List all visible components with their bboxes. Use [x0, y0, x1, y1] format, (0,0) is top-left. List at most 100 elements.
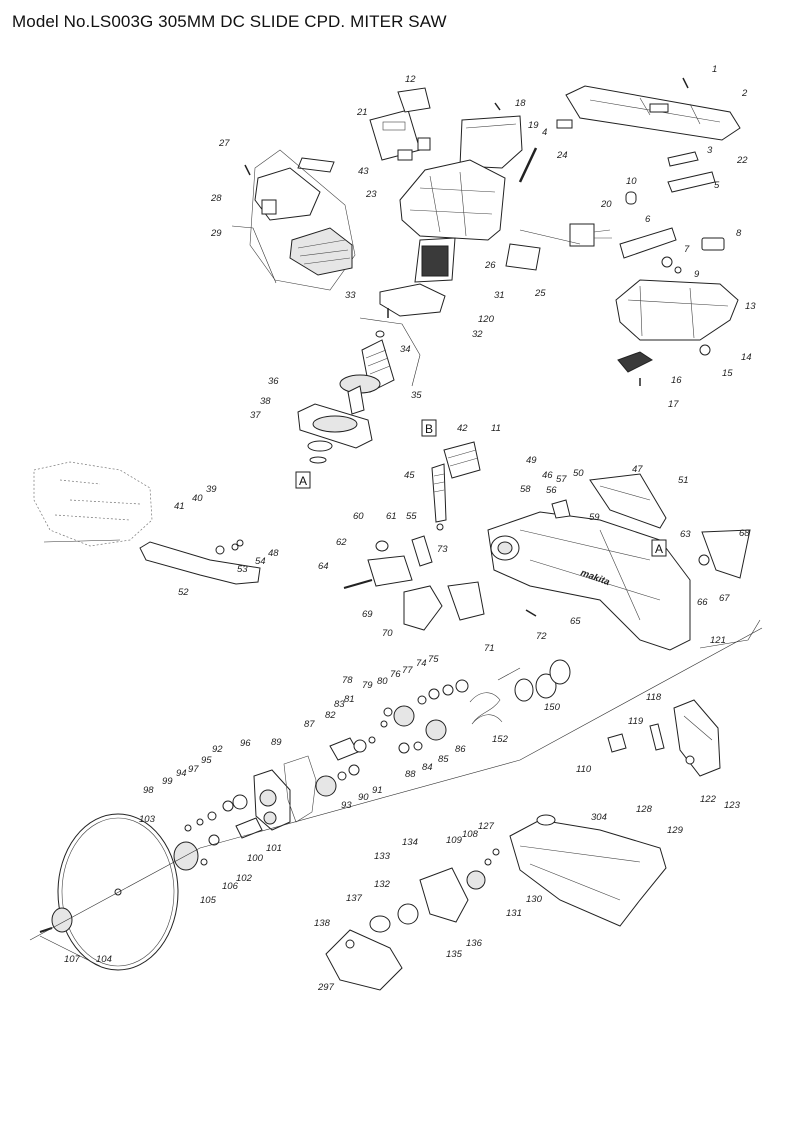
ref-tag-a-1: A [299, 474, 307, 488]
part-label: 25 [534, 288, 546, 299]
part-label: 78 [342, 675, 353, 686]
part-label: 128 [636, 804, 653, 815]
part-label: 304 [591, 812, 607, 823]
part-label: 8 [736, 228, 742, 239]
part-label: 95 [201, 755, 212, 766]
part-label: 90 [358, 792, 369, 803]
part-label: 55 [406, 511, 417, 522]
part-label: 130 [526, 894, 543, 905]
part-label: 94 [176, 768, 187, 779]
gear-cover [253, 755, 317, 831]
part-label: 96 [240, 738, 251, 749]
part-label: 133 [374, 851, 391, 862]
part-label: 103 [139, 814, 156, 825]
ref-tag-b: B [425, 422, 433, 436]
part-label: 123 [724, 800, 741, 811]
part-label: 68 [739, 528, 750, 539]
ref-tag-a-2: A [655, 542, 663, 556]
handle-assembly [297, 87, 541, 318]
part-label: 13 [745, 301, 756, 312]
part-label: 121 [710, 635, 726, 646]
part-label: 9 [694, 269, 700, 280]
part-label: 60 [353, 511, 364, 522]
part-label: 120 [478, 314, 495, 325]
part-label: 35 [411, 390, 422, 401]
part-label: 20 [600, 199, 612, 210]
part-label: 105 [200, 895, 217, 906]
part-label: 1 [712, 64, 717, 75]
plate-68 [701, 529, 751, 579]
part-label: 88 [405, 769, 416, 780]
spindle-parts [173, 794, 263, 871]
part-label: 97 [188, 764, 199, 775]
part-label: 2 [741, 88, 748, 99]
part-number-labels: 1 2 3 4 5 6 7 8 9 10 11 12 13 14 15 16 1… [64, 64, 756, 993]
part-label: 135 [446, 949, 463, 960]
part-label: 29 [210, 228, 222, 239]
part-label: 57 [556, 474, 567, 485]
part-label: 99 [162, 776, 173, 787]
part-label: 46 [542, 470, 553, 481]
part-label: 45 [404, 470, 415, 481]
saw-blade-104 [39, 813, 179, 971]
part-label: 19 [528, 120, 539, 131]
part-label: 21 [356, 107, 368, 118]
lever-52 [139, 539, 261, 585]
part-label: 110 [576, 764, 592, 775]
part-label: 81 [344, 694, 355, 705]
part-label: 101 [266, 843, 282, 854]
part-label: 49 [526, 455, 537, 466]
part-label: 16 [671, 375, 682, 386]
part-label: 31 [494, 290, 505, 301]
part-label: 34 [400, 344, 411, 355]
part-label: 131 [506, 908, 522, 919]
part-label: 50 [573, 468, 584, 479]
part-label: 52 [178, 587, 189, 598]
gear-housing-65: makita [487, 511, 691, 651]
part-label: 56 [546, 485, 557, 496]
part-label: 79 [362, 680, 373, 691]
part-label: 47 [632, 464, 643, 475]
part-label: 77 [402, 665, 413, 676]
part-label: 118 [646, 692, 662, 703]
part-label: 24 [556, 150, 568, 161]
part-label: 89 [271, 737, 282, 748]
part-label: 92 [212, 744, 223, 755]
part-label: 43 [358, 166, 369, 177]
part-label: 129 [667, 825, 684, 836]
part-label: 10 [626, 176, 637, 187]
part-label: 102 [236, 873, 253, 884]
part-label: 42 [457, 423, 468, 434]
part-label: 38 [260, 396, 271, 407]
part-label: 127 [478, 821, 495, 832]
reference-tags: A B A [295, 419, 667, 557]
part-label: 134 [402, 837, 418, 848]
top-right-parts [556, 77, 741, 386]
part-label: 75 [428, 654, 439, 665]
part-label: 150 [544, 702, 561, 713]
part-label: 73 [437, 544, 448, 555]
part-label: 64 [318, 561, 329, 572]
part-label: 104 [96, 954, 112, 965]
part-label: 33 [345, 290, 356, 301]
part-label: 36 [268, 376, 279, 387]
center-arm-parts [343, 441, 537, 631]
part-label: 122 [700, 794, 717, 805]
part-label: 15 [722, 368, 733, 379]
part-label: 136 [466, 938, 483, 949]
part-label: 3 [707, 145, 713, 156]
part-label: 137 [346, 893, 363, 904]
part-label: 297 [317, 982, 335, 993]
part-label: 74 [416, 658, 427, 669]
leader-lines [29, 225, 763, 967]
part-label: 152 [492, 734, 509, 745]
safety-guard-parts [325, 848, 500, 991]
gear-train [315, 659, 571, 797]
part-label: 69 [362, 609, 373, 620]
part-label: 27 [218, 138, 230, 149]
motor-assembly [297, 330, 395, 464]
part-label: 4 [542, 127, 547, 138]
part-label: 40 [192, 493, 203, 504]
grip-assembly [244, 149, 356, 291]
